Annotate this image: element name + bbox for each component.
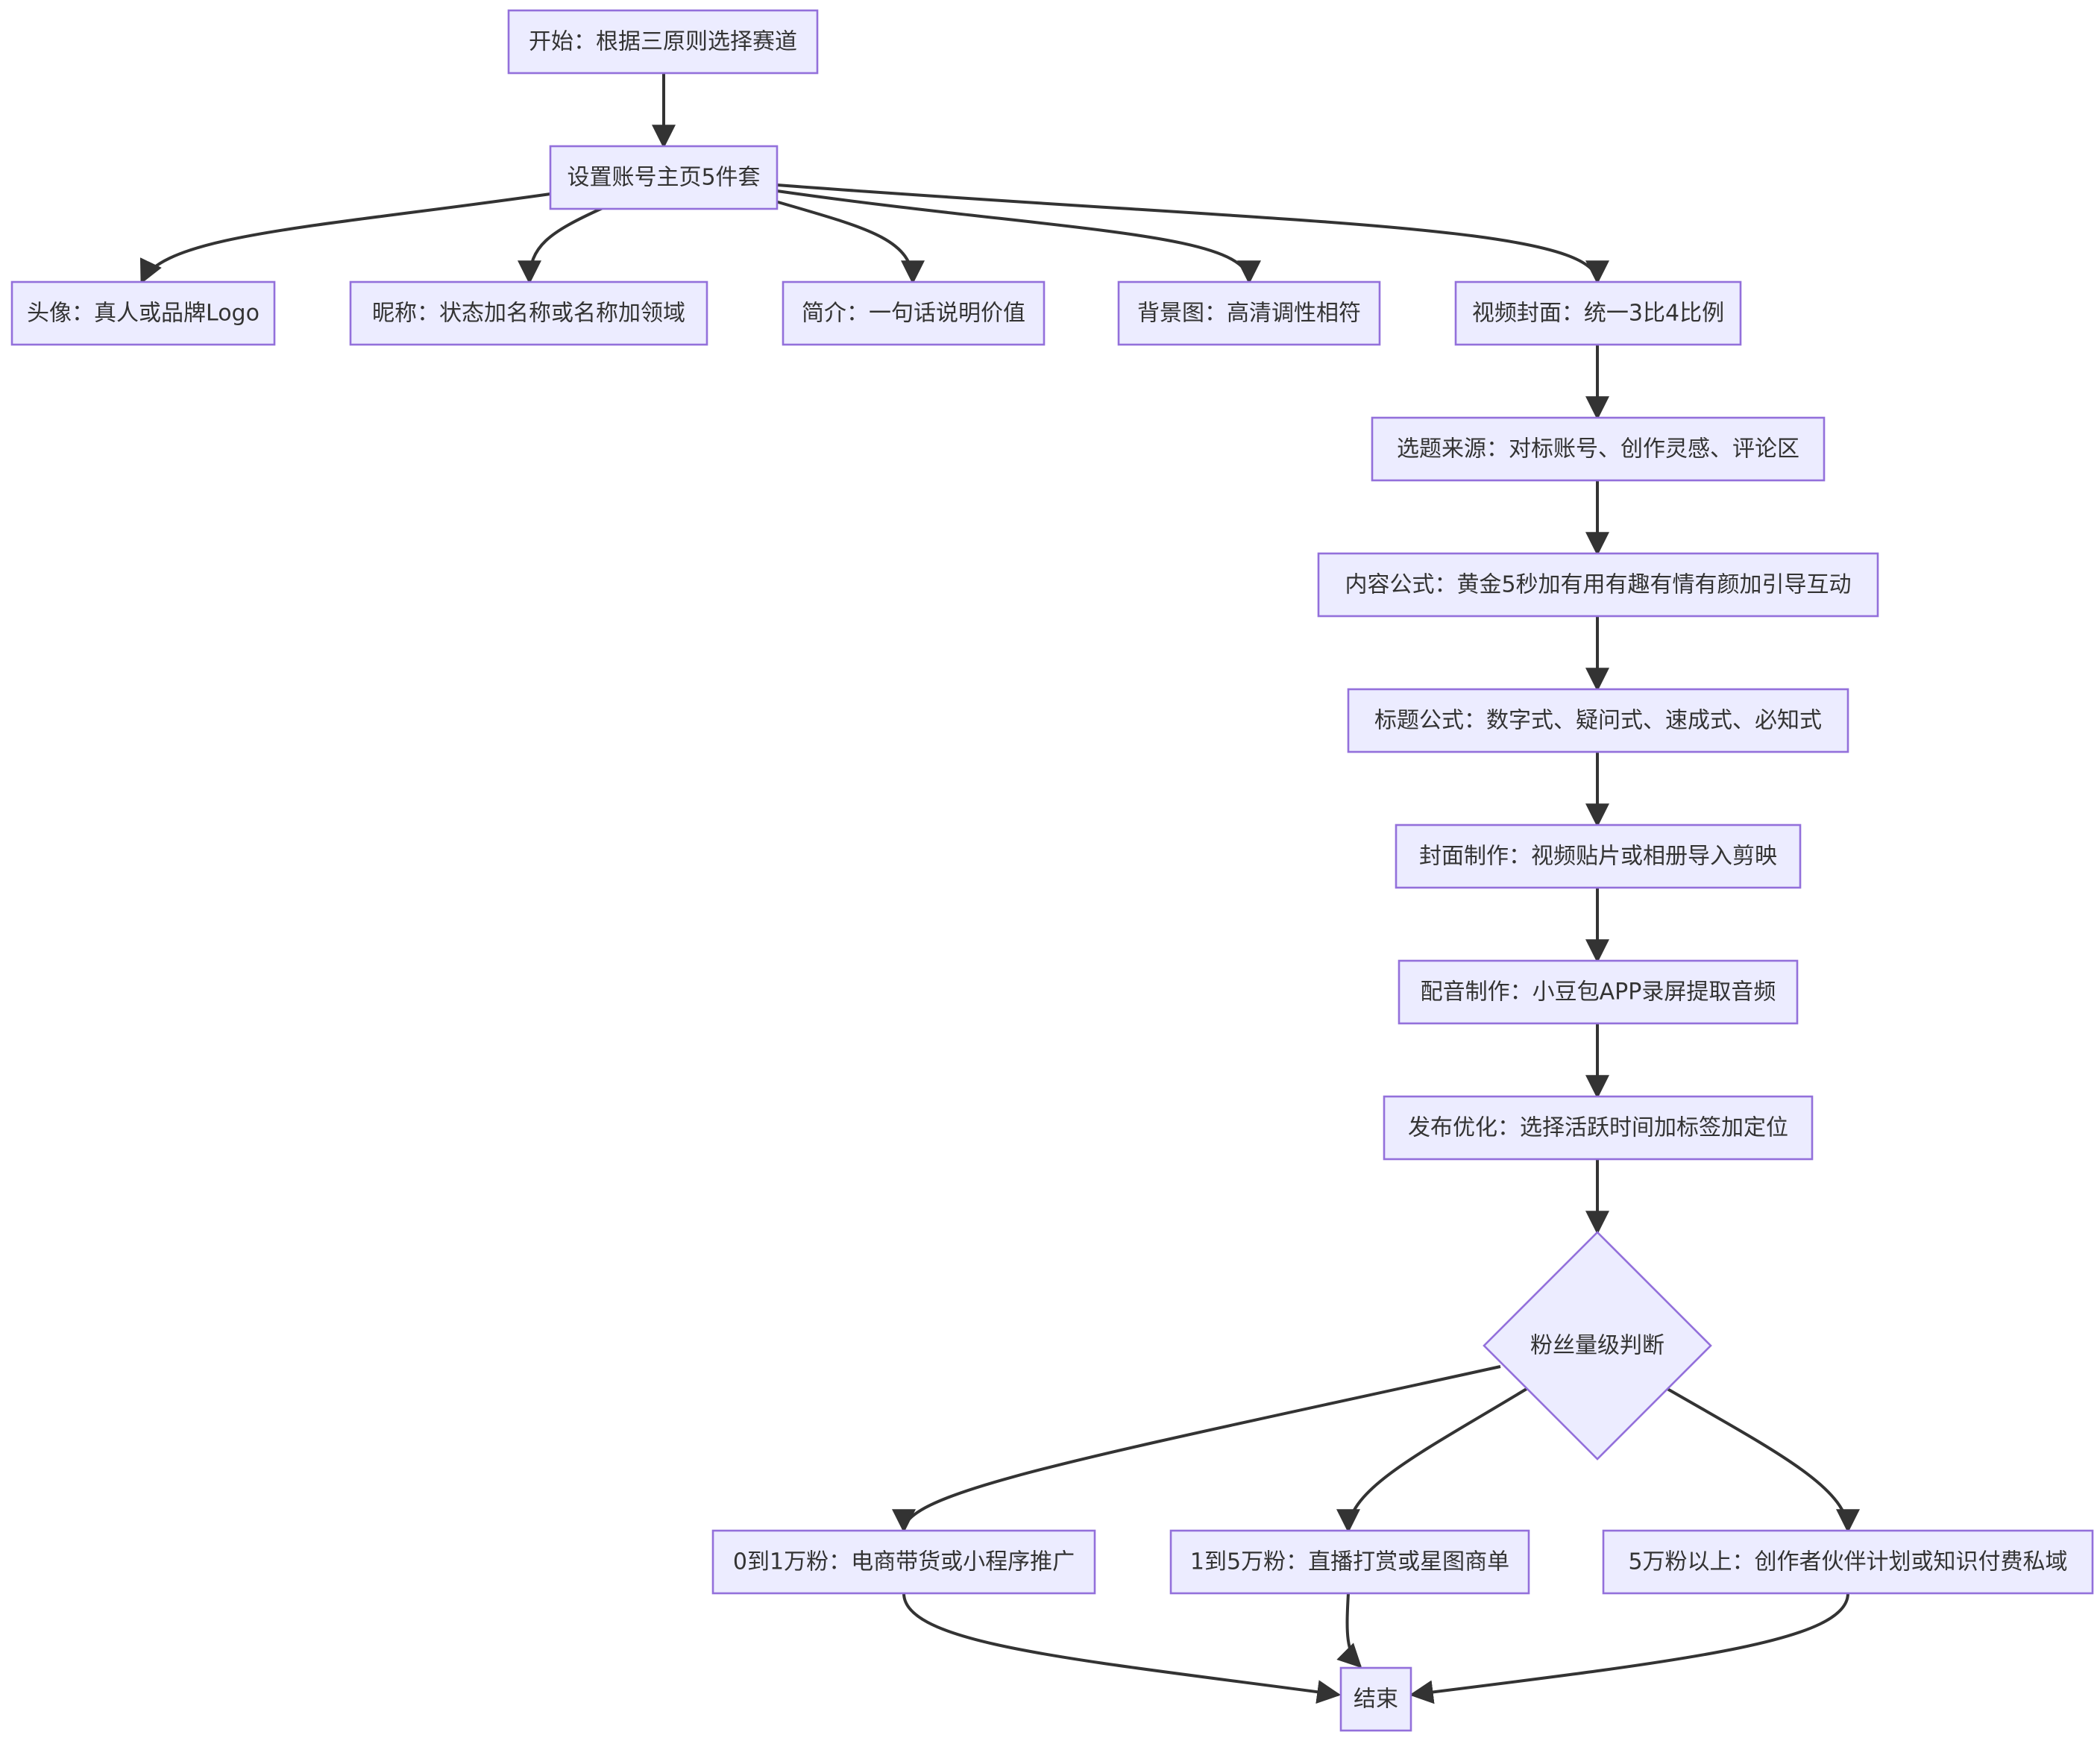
edge-tier2-end <box>1336 1593 1362 1669</box>
edge-decision-tier3 <box>1667 1387 1860 1534</box>
node-topic-source-label: 选题来源：对标账号、创作灵感、评论区 <box>1397 436 1799 462</box>
node-decision: 粉丝量级判断 <box>1483 1231 1712 1461</box>
node-tier1: 0到1万粉：电商带货或小程序推广 <box>711 1529 1096 1595</box>
node-end: 结束 <box>1339 1666 1412 1732</box>
node-avatar: 头像：真人或品牌Logo <box>10 280 276 346</box>
node-tier3: 5万粉以上：创作者伙伴计划或知识付费私域 <box>1602 1529 2094 1595</box>
node-end-label: 结束 <box>1354 1687 1398 1713</box>
node-topic-source: 选题来源：对标账号、创作灵感、评论区 <box>1371 416 1826 482</box>
node-publish: 发布优化：选择活跃时间加标签加定位 <box>1383 1095 1814 1161</box>
node-bio-label: 简介：一句话说明价值 <box>802 301 1025 327</box>
node-tier3-label: 5万粉以上：创作者伙伴计划或知识付费私域 <box>1628 1549 2067 1575</box>
node-setup: 设置账号主页5件套 <box>549 145 779 210</box>
edge-setup-bio <box>775 200 925 285</box>
node-bio: 简介：一句话说明价值 <box>782 280 1046 346</box>
node-background-label: 背景图：高清调性相符 <box>1137 301 1361 327</box>
node-setup-label: 设置账号主页5件套 <box>567 165 760 191</box>
node-cover-making-label: 封面制作：视频贴片或相册导入剪映 <box>1419 844 1777 870</box>
edges <box>140 73 1860 1704</box>
node-decision-label: 粉丝量级判断 <box>1530 1333 1664 1359</box>
node-tier2: 1到5万粉：直播打赏或星图商单 <box>1169 1529 1530 1595</box>
node-content-formula: 内容公式：黄金5秒加有用有趣有情有颜加引导互动 <box>1317 552 1879 618</box>
node-start-label: 开始：根据三原则选择赛道 <box>529 29 797 55</box>
node-publish-label: 发布优化：选择活跃时间加标签加定位 <box>1408 1115 1788 1141</box>
node-title-formula: 标题公式：数字式、疑问式、速成式、必知式 <box>1347 688 1849 753</box>
node-avatar-label: 头像：真人或品牌Logo <box>27 301 260 327</box>
node-cover-making: 封面制作：视频贴片或相册导入剪映 <box>1395 823 1802 889</box>
node-nickname: 昵称：状态加名称或名称加领域 <box>349 280 708 346</box>
node-nickname-label: 昵称：状态加名称或名称加领域 <box>372 301 685 327</box>
node-voiceover-label: 配音制作：小豆包APP录屏提取音频 <box>1421 979 1776 1006</box>
node-content-formula-label: 内容公式：黄金5秒加有用有趣有情有颜加引导互动 <box>1345 572 1851 598</box>
edge-decision-tier2 <box>1336 1387 1528 1534</box>
node-start: 开始：根据三原则选择赛道 <box>507 9 819 75</box>
node-tier2-label: 1到5万粉：直播打赏或星图商单 <box>1190 1549 1509 1575</box>
edge-setup-avatar <box>140 192 551 284</box>
node-voiceover: 配音制作：小豆包APP录屏提取音频 <box>1398 959 1799 1025</box>
node-title-formula-label: 标题公式：数字式、疑问式、速成式、必知式 <box>1374 708 1822 734</box>
node-background: 背景图：高清调性相符 <box>1117 280 1381 346</box>
edge-tier3-end <box>1409 1593 1849 1704</box>
node-cover-ratio: 视频封面：统一3比4比例 <box>1454 280 1742 346</box>
edge-setup-cover-ratio <box>776 183 1609 285</box>
edge-tier1-end <box>902 1593 1342 1704</box>
node-cover-ratio-label: 视频封面：统一3比4比例 <box>1472 301 1724 327</box>
edge-decision-tier1 <box>892 1365 1501 1534</box>
edge-setup-nickname <box>518 206 605 285</box>
edge-setup-background <box>776 189 1261 285</box>
node-tier1-label: 0到1万粉：电商带货或小程序推广 <box>733 1549 1075 1575</box>
